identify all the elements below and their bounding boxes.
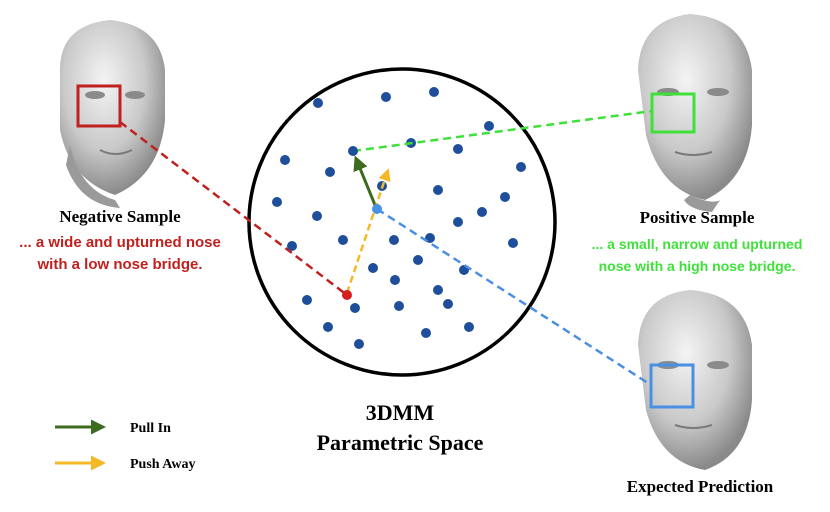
positive-connector (352, 109, 653, 153)
positive-desc-line2: nose with a high nose bridge. (599, 258, 796, 274)
sample-dot (477, 207, 487, 217)
positive-desc-line1: ... a small, narrow and upturned (592, 236, 803, 252)
negative-desc-line2: with a low nose bridge. (36, 256, 202, 273)
sample-dot (323, 322, 333, 332)
sample-dot (272, 197, 282, 207)
sample-dot (390, 275, 400, 285)
negative-point (342, 290, 352, 300)
sample-dot (313, 98, 323, 108)
space-title-line1: 3DMM (366, 400, 435, 425)
sample-dot (287, 241, 297, 251)
sample-dot (443, 299, 453, 309)
sample-dot (368, 263, 378, 273)
sample-dot (350, 303, 360, 313)
push-away-arrow (345, 168, 391, 294)
prediction-connector (376, 207, 652, 387)
prediction-point (372, 204, 382, 214)
positive-nose-box (650, 92, 696, 134)
pull-in-arrow (353, 155, 377, 206)
negative-desc-line1: ... a wide and upturned nose (19, 234, 221, 251)
sample-dot (433, 185, 443, 195)
sample-dot (453, 217, 463, 227)
sample-dot (302, 295, 312, 305)
sample-dot (508, 238, 518, 248)
parametric-space-circle (247, 67, 557, 377)
sample-dot (389, 235, 399, 245)
prediction-title: Expected Prediction (627, 477, 774, 496)
negative-nose-box (76, 84, 122, 128)
sample-dot (280, 155, 290, 165)
negative-connector (119, 121, 348, 296)
prediction-face-icon (638, 290, 752, 470)
negative-face-icon (60, 20, 165, 208)
negative-title: Negative Sample (59, 207, 181, 226)
sample-dot (421, 328, 431, 338)
sample-dot (464, 322, 474, 332)
sample-dot (394, 301, 404, 311)
sample-dot (312, 211, 322, 221)
sample-dots (272, 87, 526, 349)
sample-dot (338, 235, 348, 245)
sample-dot (453, 144, 463, 154)
legend-pull-label: Pull In (130, 421, 171, 436)
sample-dot (325, 167, 335, 177)
sample-dot (413, 255, 423, 265)
sample-dot (516, 162, 526, 172)
legend-push-label: Push Away (130, 457, 195, 472)
sample-dot (500, 192, 510, 202)
prediction-nose-box (649, 363, 695, 409)
positive-point (348, 146, 358, 156)
sample-dot (381, 92, 391, 102)
positive-title: Positive Sample (640, 208, 755, 227)
sample-dot (433, 285, 443, 295)
sample-dot (484, 121, 494, 131)
sample-dot (429, 87, 439, 97)
space-title-line2: Parametric Space (317, 430, 484, 455)
sample-dot (354, 339, 364, 349)
